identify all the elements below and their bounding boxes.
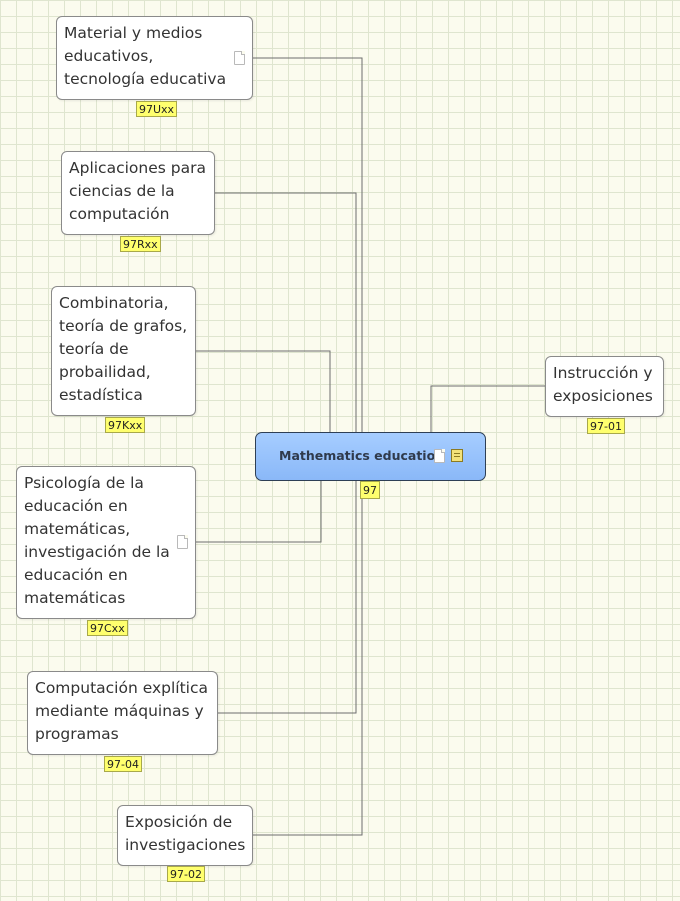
link-instruccion (430, 385, 546, 432)
link-computacion (217, 481, 357, 714)
topic-label: Material y medios educativos, tecnología… (64, 24, 227, 88)
topic-code-badge: 97Uxx (136, 101, 178, 117)
document-icon[interactable] (234, 51, 245, 65)
link-exposicion (252, 481, 363, 836)
document-icon[interactable] (434, 449, 445, 463)
topic-node-combinatoria[interactable]: Combinatoria, teoría de grafos, teoría d… (51, 286, 196, 416)
topic-code-badge: 97Cxx (87, 620, 128, 636)
topic-label: Psicología de la educación en matemática… (24, 474, 170, 607)
central-code-badge: 97 (360, 481, 380, 499)
topic-node-instruccion[interactable]: Instrucción y exposiciones (545, 356, 664, 417)
note-icon[interactable] (451, 449, 463, 462)
topic-code-badge: 97Kxx (105, 417, 146, 433)
topic-code-badge: 97-02 (167, 866, 205, 882)
topic-label: Aplicaciones para ciencias de la computa… (69, 159, 206, 223)
document-icon[interactable] (177, 535, 188, 549)
topic-label: Computación explítica mediante máquinas … (35, 679, 208, 743)
central-topic-node[interactable]: Mathematics education (255, 432, 486, 481)
topic-node-psicologia[interactable]: Psicología de la educación en matemática… (16, 466, 196, 619)
topic-node-material[interactable]: Material y medios educativos, tecnología… (56, 16, 253, 100)
link-combinatoria (195, 350, 331, 432)
topic-code-badge: 97-01 (587, 418, 625, 434)
topic-code-badge: 97-04 (104, 756, 142, 772)
topic-code-badge: 97Rxx (120, 236, 161, 252)
link-aplicaciones (214, 192, 357, 432)
topic-label: Instrucción y exposiciones (553, 364, 653, 405)
topic-node-exposicion[interactable]: Exposición de investigaciones (117, 805, 253, 866)
central-topic-label: Mathematics education (279, 448, 445, 463)
link-material (252, 57, 363, 432)
topic-node-aplicaciones[interactable]: Aplicaciones para ciencias de la computa… (61, 151, 215, 235)
topic-node-computacion[interactable]: Computación explítica mediante máquinas … (27, 671, 218, 755)
topic-label: Combinatoria, teoría de grafos, teoría d… (59, 294, 188, 404)
link-psicologia (195, 481, 322, 543)
topic-label: Exposición de investigaciones (125, 813, 246, 854)
